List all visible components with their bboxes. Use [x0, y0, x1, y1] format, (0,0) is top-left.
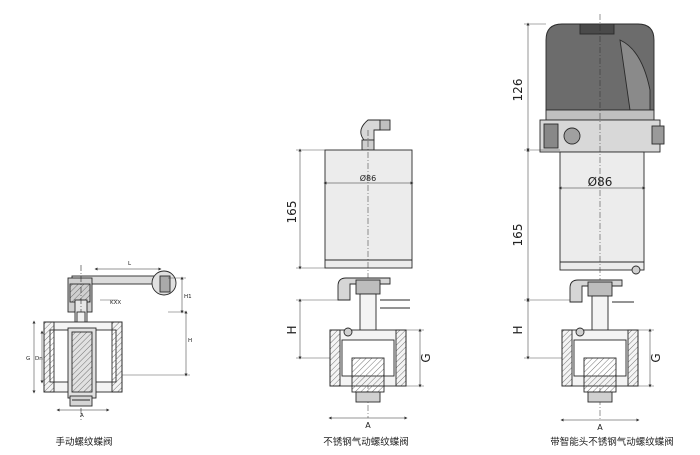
caption-smart: 带智能头不锈钢气动螺纹蝶阀: [550, 436, 674, 448]
dim-KXX: KXX: [110, 300, 121, 306]
dim-G: G: [649, 353, 663, 362]
caption-manual: 手动螺纹蝶阀: [55, 436, 112, 448]
dim-dia: Ø86: [588, 175, 613, 189]
dim-H: H: [188, 338, 192, 344]
dim-dia: Ø86: [360, 173, 376, 183]
smart-valve-drawing: [524, 14, 665, 422]
dim-G: G: [419, 353, 433, 362]
dim-H: H: [511, 325, 525, 334]
dim-A: A: [80, 413, 84, 419]
dim-G: G: [26, 356, 30, 362]
dim-A: A: [365, 421, 371, 430]
manual-valve-labels: L H1 KXX H G Dn A: [26, 261, 192, 419]
pneumatic-valve-labels: Ø86 165 H G A: [285, 173, 433, 430]
dim-165: 165: [285, 201, 299, 224]
dim-H: H: [285, 325, 299, 334]
smart-valve-labels: 126 Ø86 165 H G A: [511, 79, 663, 432]
dim-126: 126: [511, 79, 525, 102]
caption-pneumatic: 不锈钢气动螺纹蝶阀: [323, 436, 409, 448]
manual-valve-drawing: [32, 265, 190, 420]
dim-Dn: Dn: [35, 356, 43, 362]
pneumatic-valve-drawing: [296, 119, 424, 420]
dim-H1: H1: [184, 294, 192, 300]
dim-L: L: [128, 261, 132, 267]
dim-165: 165: [511, 224, 525, 247]
dim-A: A: [597, 423, 603, 432]
